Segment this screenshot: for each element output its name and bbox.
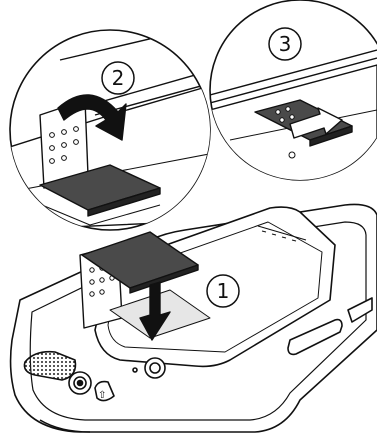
step2-number: 2 bbox=[112, 66, 125, 90]
step3-number: 3 bbox=[279, 32, 292, 56]
step1-badge: 1 bbox=[207, 275, 239, 307]
step3-inset: 3 bbox=[210, 0, 377, 190]
step2-inset: 2 bbox=[0, 20, 230, 230]
step1-number: 1 bbox=[217, 279, 230, 303]
svg-text:⇧: ⇧ bbox=[98, 390, 106, 401]
